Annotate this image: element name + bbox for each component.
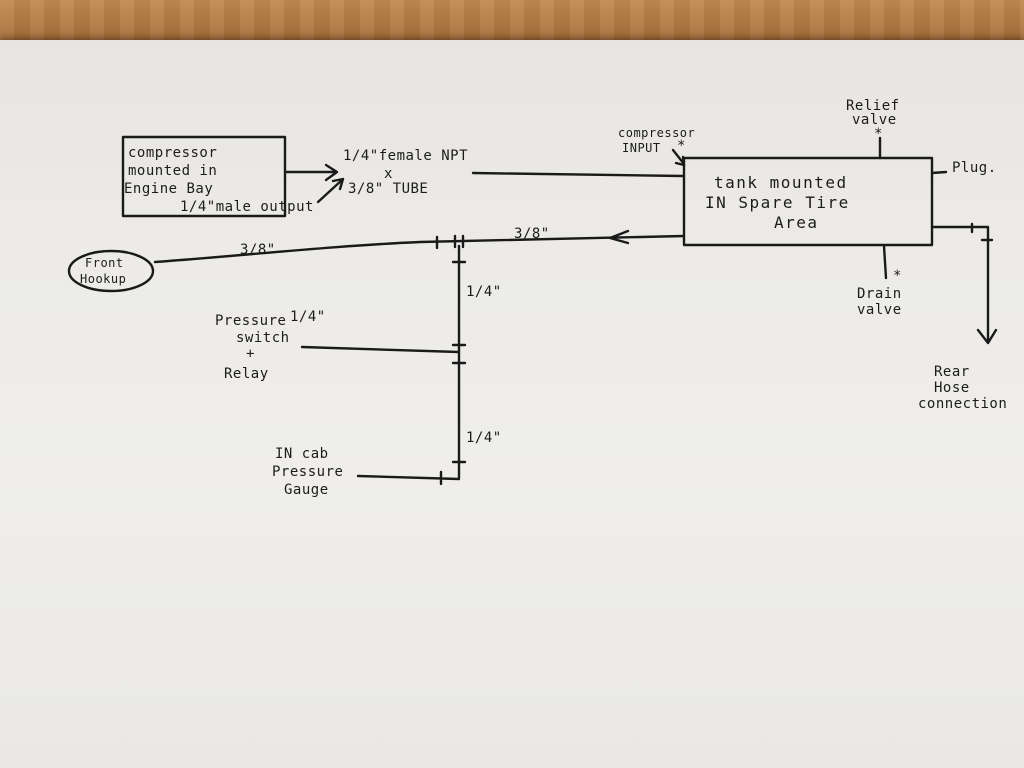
compressor-box [121, 135, 287, 218]
pressure-switch-label-4: Relay [224, 366, 269, 382]
plug-line [930, 170, 948, 175]
relief-valve-asterisk: * [874, 126, 883, 142]
tank-box [682, 156, 934, 247]
supply-line [471, 171, 685, 178]
tank-label-3: Area [774, 213, 819, 232]
compressor-input-label-2: INPUT [622, 141, 661, 155]
rear-hose-label-3: connection [918, 396, 1007, 412]
fitting-label-1: 1/4"female NPT [343, 148, 468, 164]
branch-size-bottom: 1/4" [466, 430, 502, 446]
fitting-label-2: x [384, 166, 393, 182]
rear-hose-line [930, 222, 998, 345]
branch-fittings [451, 260, 467, 464]
paper-sheet [0, 40, 1024, 768]
compressor-input-asterisk: * [677, 138, 686, 154]
compressor-label-1: compressor [128, 145, 217, 161]
main-line-size-right: 3/8" [514, 226, 550, 242]
cab-gauge-label-2: Pressure [272, 464, 343, 480]
cab-gauge-label-3: Gauge [284, 482, 329, 498]
male-output-pointer [316, 177, 345, 204]
tank-label-2: IN Spare Tire [705, 193, 850, 212]
drain-valve-label-2: valve [857, 302, 902, 318]
front-hookup-label-1: Front [85, 256, 124, 270]
pressure-switch-line [300, 345, 461, 354]
main-line-arrow [608, 229, 630, 245]
drain-valve-line [882, 244, 888, 280]
tank-label-1: tank mounted [714, 173, 848, 192]
wood-grain [0, 0, 1024, 40]
main-line [153, 234, 686, 264]
cab-gauge-line [356, 470, 461, 486]
compressor-output-arrow [284, 163, 339, 182]
compressor-label-3: Engine Bay [124, 181, 213, 197]
main-line-size-left: 3/8" [240, 242, 276, 258]
main-line-fittings [435, 234, 465, 250]
pressure-switch-label-3: + [246, 346, 255, 362]
cab-gauge-label-1: IN cab [275, 446, 329, 462]
compressor-input-label-1: compressor [618, 126, 695, 140]
compressor-label-4: 1/4"male output [180, 199, 314, 215]
relief-valve-label-2: valve [852, 112, 897, 128]
front-hookup-oval [67, 249, 155, 293]
pressure-switch-label-1: Pressure [215, 313, 286, 329]
drain-valve-asterisk: * [893, 268, 902, 284]
rear-hose-label-1: Rear [934, 364, 970, 380]
pressure-switch-size: 1/4" [290, 309, 326, 325]
relief-valve-label-1: Relief [846, 98, 900, 114]
front-hookup-label-2: Hookup [80, 272, 126, 286]
pressure-switch-label-2: switch [236, 330, 290, 346]
compressor-label-2: mounted in [128, 163, 217, 179]
plug-label: Plug. [952, 160, 997, 176]
rear-hose-label-2: Hose [934, 380, 970, 396]
branch-size-top: 1/4" [466, 284, 502, 300]
drain-valve-label-1: Drain [857, 286, 902, 302]
fitting-label-3: 3/8" TUBE [348, 181, 428, 197]
